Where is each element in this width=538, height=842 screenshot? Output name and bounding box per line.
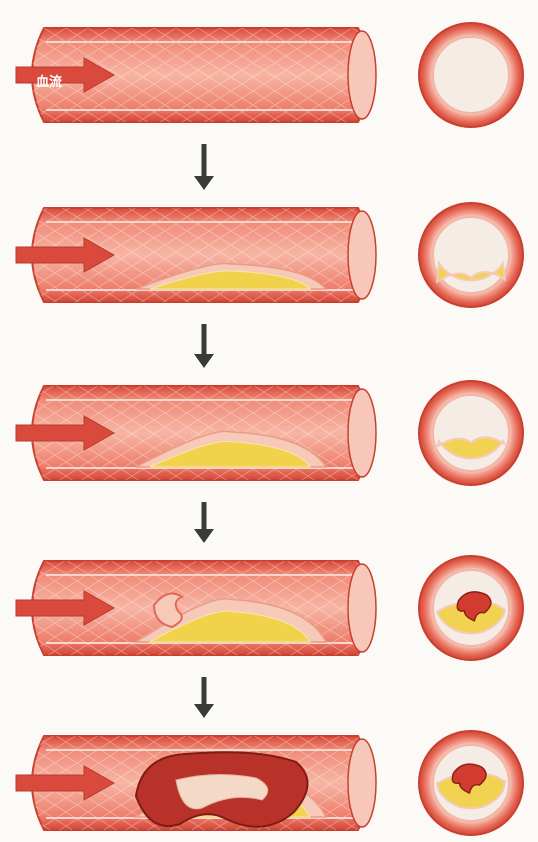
vessel-stage-2 bbox=[16, 203, 523, 307]
step-arrow-1 bbox=[194, 144, 214, 190]
vessel-stage-3 bbox=[16, 381, 523, 485]
vessel-opening bbox=[348, 31, 376, 119]
step-arrow-head bbox=[194, 354, 214, 368]
step-arrow-2 bbox=[194, 324, 214, 368]
blood-flow-label: 血流 bbox=[36, 74, 62, 90]
step-arrow-head bbox=[194, 529, 214, 543]
cross-section-lumen bbox=[433, 37, 509, 113]
cross-section-lumen bbox=[433, 395, 509, 471]
vessel-opening bbox=[348, 564, 376, 652]
vessel-opening bbox=[348, 389, 376, 477]
step-arrow-head bbox=[194, 704, 214, 718]
vessel-opening bbox=[348, 739, 376, 827]
step-arrow-head bbox=[194, 176, 214, 190]
step-arrow-3 bbox=[194, 502, 214, 543]
vessel-opening bbox=[348, 211, 376, 299]
vessel-stage-1 bbox=[16, 23, 523, 127]
step-arrow-4 bbox=[194, 677, 214, 718]
vessel-stage-4 bbox=[16, 556, 523, 660]
cross-section-lumen bbox=[433, 217, 509, 293]
vessel-stage-5 bbox=[16, 731, 523, 835]
